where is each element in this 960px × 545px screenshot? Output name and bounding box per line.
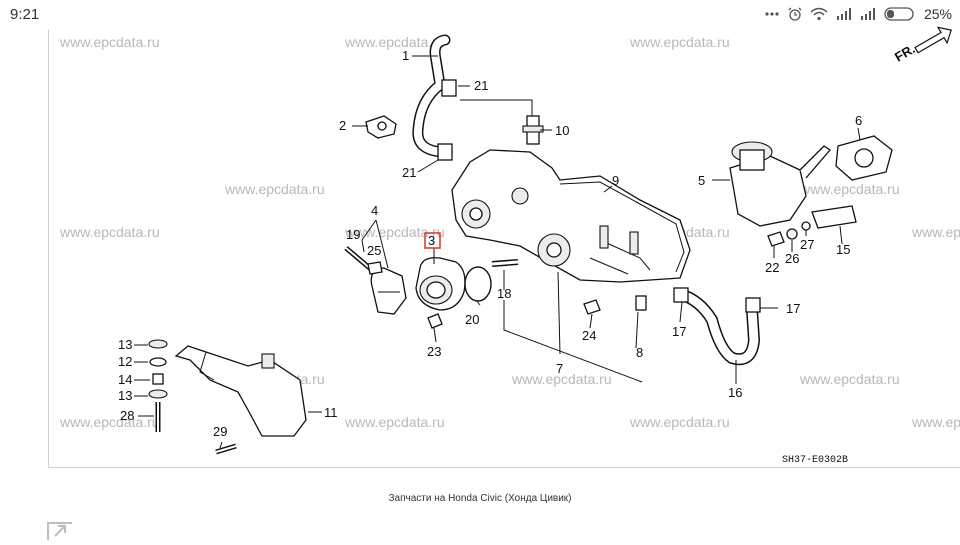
bolt-part-19 <box>344 246 374 272</box>
bracket-part-11 <box>174 345 307 437</box>
collar-part-14 <box>152 373 164 385</box>
callout-3[interactable]: 3 <box>428 233 435 248</box>
clamp <box>437 143 453 161</box>
direction-label: FR. <box>892 41 918 64</box>
callout-15[interactable]: 15 <box>836 242 850 257</box>
clamp-part-4 <box>370 267 407 315</box>
callout-1[interactable]: 1 <box>402 48 409 63</box>
watermark: www.epcdata.ru <box>59 224 160 240</box>
callout-7[interactable]: 7 <box>556 361 563 376</box>
callout-28[interactable]: 28 <box>120 408 134 423</box>
callout-27[interactable]: 27 <box>800 237 814 252</box>
watermark: www.epcdata.ru <box>59 34 160 50</box>
callout-23[interactable]: 23 <box>427 344 441 359</box>
clamp <box>745 297 761 313</box>
nut-part-24 <box>583 299 601 315</box>
callout-13[interactable]: 13 <box>118 388 132 403</box>
watermark: www.epcdata.ru <box>629 414 730 430</box>
bracket-part-15 <box>811 205 857 229</box>
callout-18[interactable]: 18 <box>497 286 511 301</box>
housing-part-9 <box>451 149 691 283</box>
watermark: www.epcdata.ru <box>511 371 612 387</box>
watermark: www.epcdata.ru <box>799 371 900 387</box>
callout-21[interactable]: 21 <box>402 165 416 180</box>
leader-lines <box>134 55 861 449</box>
callout-24[interactable]: 24 <box>582 328 596 343</box>
signal-icon <box>836 8 852 20</box>
callout-19[interactable]: 19 <box>346 227 360 242</box>
nut-parts-22-26-27 <box>767 221 811 247</box>
status-time: 9:21 <box>10 6 40 23</box>
callout-16[interactable]: 16 <box>728 385 742 400</box>
callout-6[interactable]: 6 <box>855 113 862 128</box>
front-direction-arrow: FR. <box>892 26 952 65</box>
watermark: www.epcdata.ru <box>59 414 160 430</box>
hose-part-1 <box>412 34 457 161</box>
oring-part-20 <box>464 266 492 302</box>
callout-12[interactable]: 12 <box>118 354 132 369</box>
hose-part-16 <box>673 287 761 366</box>
hardware-stack <box>148 339 168 432</box>
drawing-code: SH37-E0302B <box>782 455 848 466</box>
housing-part-3 <box>415 257 466 311</box>
sensor-part-10 <box>522 115 544 145</box>
watermark: www.epcdata.ru <box>224 181 325 197</box>
image-caption: Запчасти на Honda Civic (Хонда Цивик) <box>388 493 572 504</box>
callout-5[interactable]: 5 <box>698 173 705 188</box>
callout-9[interactable]: 9 <box>612 173 619 188</box>
status-icons: 25% <box>764 6 952 22</box>
watermark: www.epcdata.ru <box>344 34 445 50</box>
callout-numbers[interactable]: 1 2 3 4 5 6 7 8 9 10 11 12 13 13 14 15 1… <box>118 48 862 439</box>
highlight-box[interactable] <box>424 232 441 249</box>
watermark: www.epcdata.ru <box>799 181 900 197</box>
callout-17[interactable]: 17 <box>672 324 686 339</box>
gasket-part-6 <box>835 135 893 181</box>
watermark: www.epcdata.ru <box>911 224 960 240</box>
callout-22[interactable]: 22 <box>765 260 779 275</box>
callout-25[interactable]: 25 <box>367 243 381 258</box>
callout-2[interactable]: 2 <box>339 118 346 133</box>
sensor-part-8 <box>635 295 647 311</box>
battery-percent: 25% <box>923 6 952 22</box>
nut-part-12 <box>149 357 167 367</box>
cushion-part-13 <box>148 389 168 399</box>
alarm-icon <box>788 7 802 21</box>
expand-icon[interactable] <box>46 521 74 540</box>
callout-21[interactable]: 21 <box>474 78 488 93</box>
watermark: www.epcdata.ru <box>911 414 960 430</box>
washer-part-25 <box>367 261 383 275</box>
status-bar: 9:21 25% <box>0 0 960 30</box>
cushion-part-13 <box>148 339 168 349</box>
clip-part-2 <box>365 115 397 139</box>
clamp <box>441 79 457 97</box>
callout-20[interactable]: 20 <box>465 312 479 327</box>
fuel-pump-part-5 <box>729 141 831 227</box>
wifi-icon <box>810 7 828 21</box>
callout-26[interactable]: 26 <box>785 251 799 266</box>
callout-4[interactable]: 4 <box>371 203 378 218</box>
diagram-frame <box>48 30 960 468</box>
nut-part-23 <box>427 313 443 329</box>
watermark: www.epcdata.ru <box>344 224 445 240</box>
signal-icon <box>860 8 876 20</box>
callout-13[interactable]: 13 <box>118 337 132 352</box>
callout-29[interactable]: 29 <box>213 424 227 439</box>
callout-14[interactable]: 14 <box>118 372 132 387</box>
stud-part-18 <box>491 259 519 267</box>
message-icon <box>764 9 780 19</box>
watermark: www.epcdata.ru <box>344 414 445 430</box>
callout-8[interactable]: 8 <box>636 345 643 360</box>
arrow-icon <box>914 26 952 54</box>
callout-11[interactable]: 11 <box>324 405 338 420</box>
callout-17[interactable]: 17 <box>786 301 800 316</box>
battery-icon <box>884 7 916 21</box>
watermark: www.epcdata.ru <box>629 34 730 50</box>
bolt-part-29 <box>215 443 237 455</box>
callout-10[interactable]: 10 <box>555 123 569 138</box>
clamp <box>673 287 689 303</box>
